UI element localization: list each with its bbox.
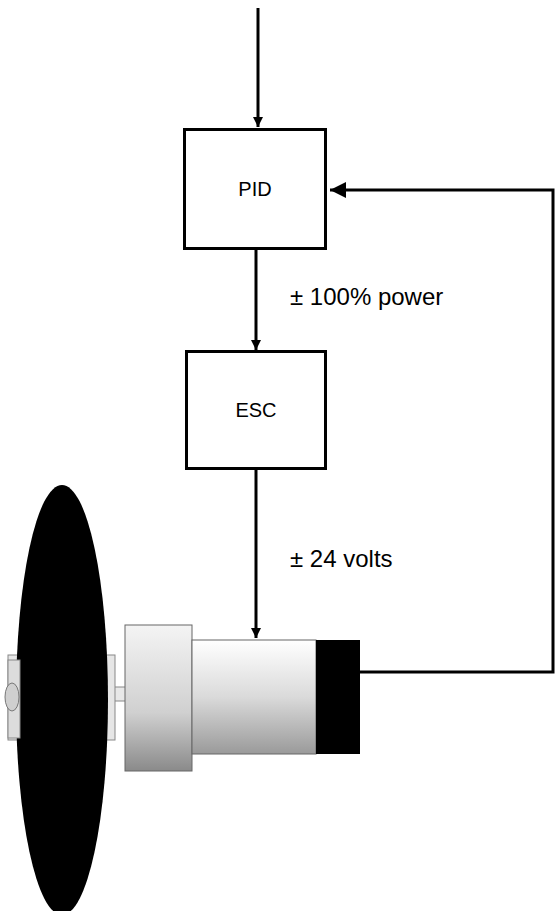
wheel [16, 485, 108, 911]
signal-arrow [255, 250, 258, 350]
encoder [316, 640, 360, 754]
signal-label: ± 100% power [288, 283, 445, 311]
box-label: PID [238, 178, 271, 201]
box-label: ESC [235, 399, 276, 422]
motor-body [192, 640, 316, 754]
process-box: ESC [185, 350, 327, 470]
gearbox [125, 625, 192, 771]
power-wire [255, 470, 258, 638]
input-arrow [257, 8, 260, 127]
feedback-line [330, 190, 553, 672]
process-box: PID [183, 128, 327, 250]
voltage-label: ± 24 volts [288, 545, 395, 573]
hub-cap [5, 683, 19, 711]
